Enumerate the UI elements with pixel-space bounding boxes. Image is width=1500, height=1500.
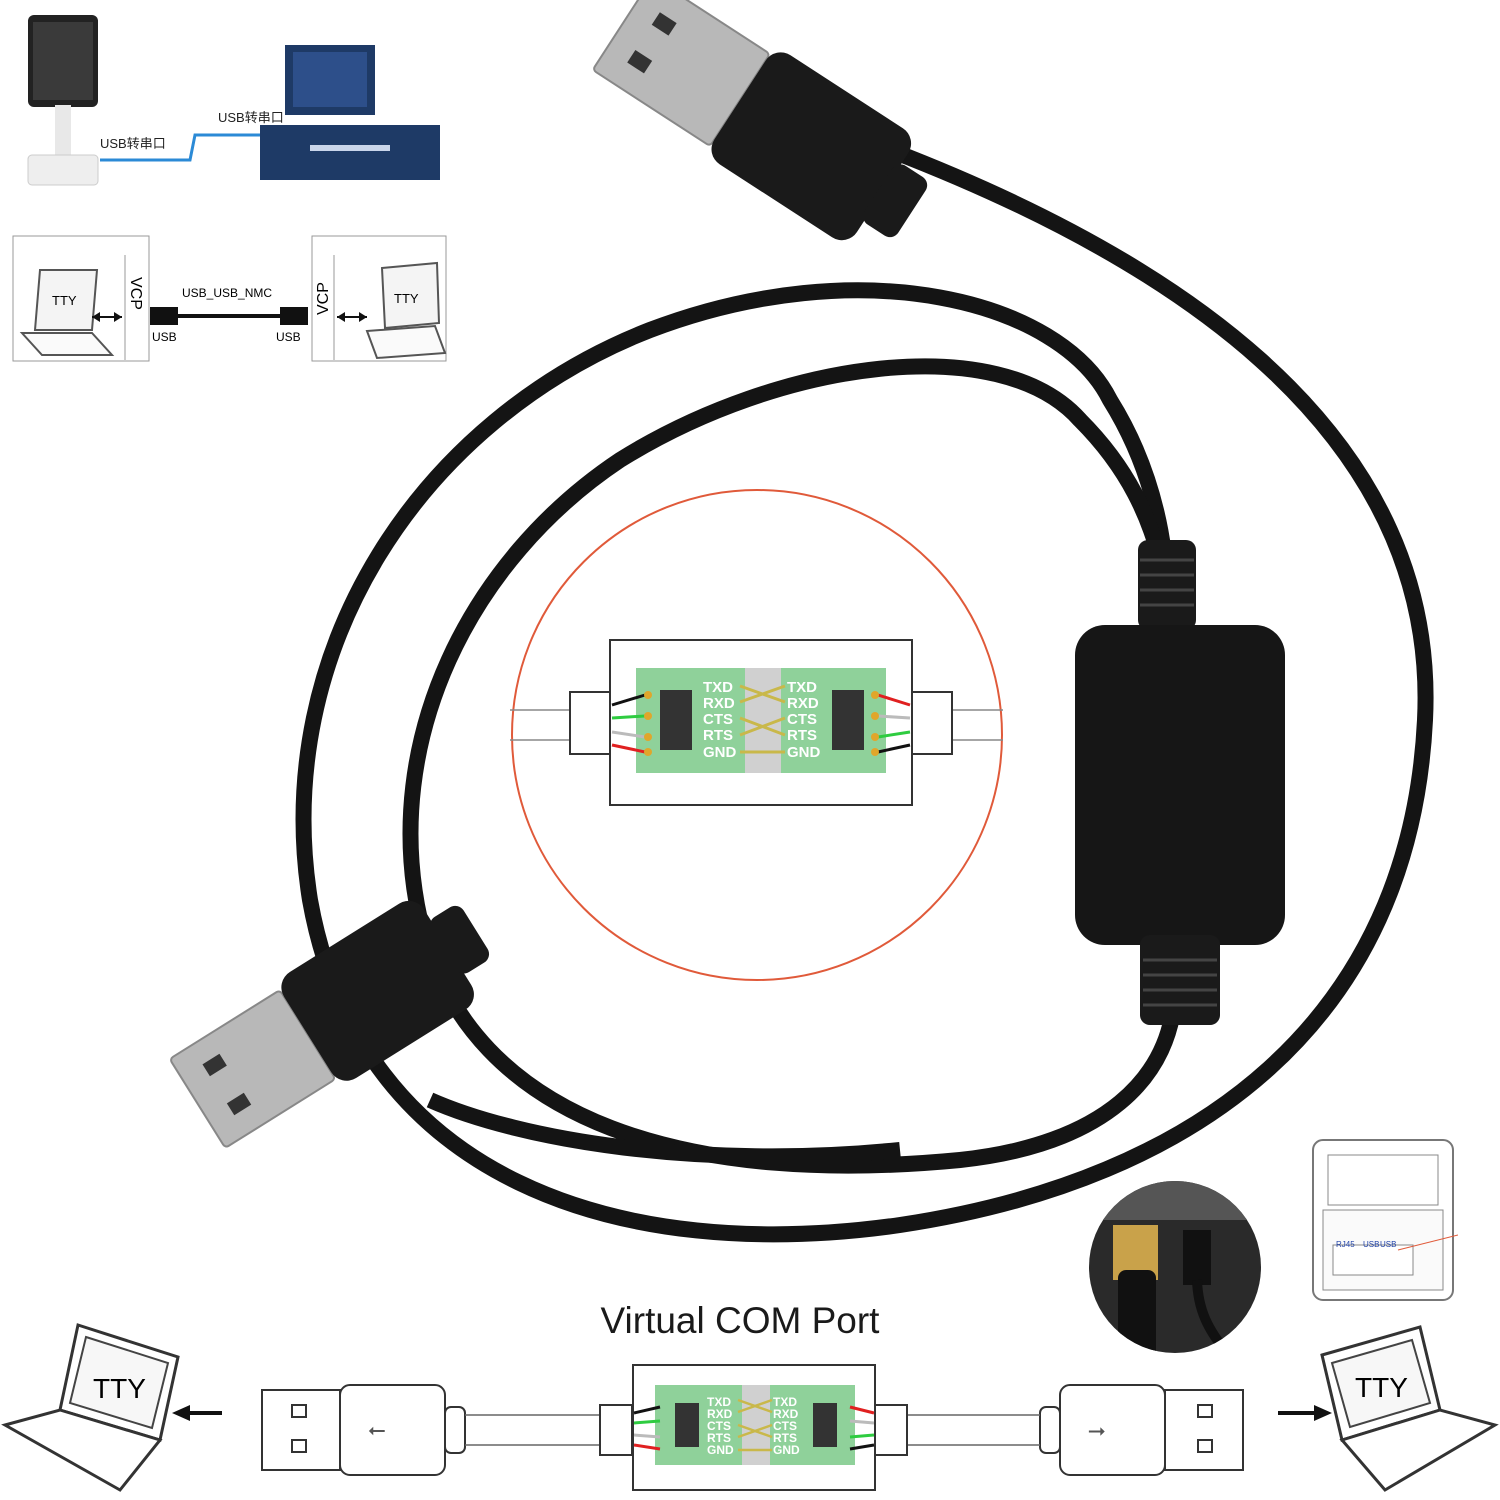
cable-lower-plug xyxy=(426,1092,901,1165)
top-usb-plug xyxy=(593,0,928,241)
pcb-right-signal-rts: RTS xyxy=(787,727,817,744)
kiosk-usb-serial-label: USB转串口 xyxy=(100,136,166,151)
right-vcp-label: VCP xyxy=(315,282,332,315)
bottom-left-signal-rxd: RXD xyxy=(707,1407,733,1421)
right-laptop-icon: TTY xyxy=(365,261,447,360)
cable-outer-loop xyxy=(295,142,1434,1243)
kiosk-pc-photo xyxy=(27,15,440,186)
rj45-port-label: RJ45 xyxy=(1336,1240,1355,1249)
left-laptop-icon: TTY xyxy=(19,269,115,356)
bottom-left-signal-rts: RTS xyxy=(707,1431,731,1445)
left-vcp-label: VCP xyxy=(127,277,144,310)
right-tty-label: TTY xyxy=(394,291,419,306)
pcb-left-signal-cts: CTS xyxy=(703,711,733,728)
bottom-right-signal-rts: RTS xyxy=(773,1431,797,1445)
pcb-left-signal-rxd: RXD xyxy=(703,695,735,712)
bottom-left-tty-label: TTY xyxy=(93,1373,146,1404)
left-usb-trident-icon: ⭠ xyxy=(368,1417,386,1442)
pcb-diagram-large: TXD RXD CTS RTS GND TXD RXD CTS RTS GND xyxy=(510,639,1003,806)
left-usb-label: USB xyxy=(152,330,177,344)
left-tty-label: TTY xyxy=(52,293,77,308)
pcb-left-signal-txd: TXD xyxy=(703,679,733,696)
pcb-left-signal-rts: RTS xyxy=(703,727,733,744)
lower-usb-plug xyxy=(170,900,490,1148)
bottom-left-signal-txd: TXD xyxy=(707,1395,731,1409)
pcb-right-signal-cts: CTS xyxy=(787,711,817,728)
cable-label: USB_USB_NMC xyxy=(182,286,272,300)
bottom-right-signal-cts: CTS xyxy=(773,1419,797,1433)
vcp-diagram: TTY TTY VCP VCP USB_USB_NMC USB USB xyxy=(12,235,447,362)
bottom-left-laptop-icon: TTY xyxy=(1,1323,180,1492)
usb-port-label-2: USB xyxy=(1380,1240,1396,1249)
bottom-right-tty-label: TTY xyxy=(1355,1372,1408,1403)
bottom-right-signal-gnd: GND xyxy=(773,1443,800,1457)
bottom-right-signal-txd: TXD xyxy=(773,1395,797,1409)
pcb-right-signal-txd: TXD xyxy=(787,679,817,696)
virtual-com-port-title: Virtual COM Port xyxy=(600,1300,880,1341)
cable-inner-loop xyxy=(402,358,1183,1174)
bottom-right-laptop-icon: TTY xyxy=(1320,1325,1499,1492)
printer-sketch: RJ45 USB USB xyxy=(1312,1139,1458,1301)
right-usb-label: USB xyxy=(276,330,301,344)
pcb-right-signal-rxd: RXD xyxy=(787,695,819,712)
bottom-vcp-diagram: TTY ⭠ ⭢ TXD RXD CTS RTS GND TXD RXD xyxy=(1,1323,1499,1492)
pcb-right-signal-gnd: GND xyxy=(787,744,821,761)
converter-box xyxy=(1075,540,1285,1025)
pcb-left-signal-gnd: GND xyxy=(703,744,737,761)
right-usb-trident-icon: ⭢ xyxy=(1088,1417,1106,1442)
usb-port-closeup-photo xyxy=(1089,1181,1261,1353)
bottom-left-signal-cts: CTS xyxy=(707,1419,731,1433)
pc-usb-serial-label: USB转串口 xyxy=(218,110,284,125)
bottom-left-signal-gnd: GND xyxy=(707,1443,734,1457)
bottom-right-signal-rxd: RXD xyxy=(773,1407,799,1421)
usb-port-label-1: USB xyxy=(1363,1240,1379,1249)
